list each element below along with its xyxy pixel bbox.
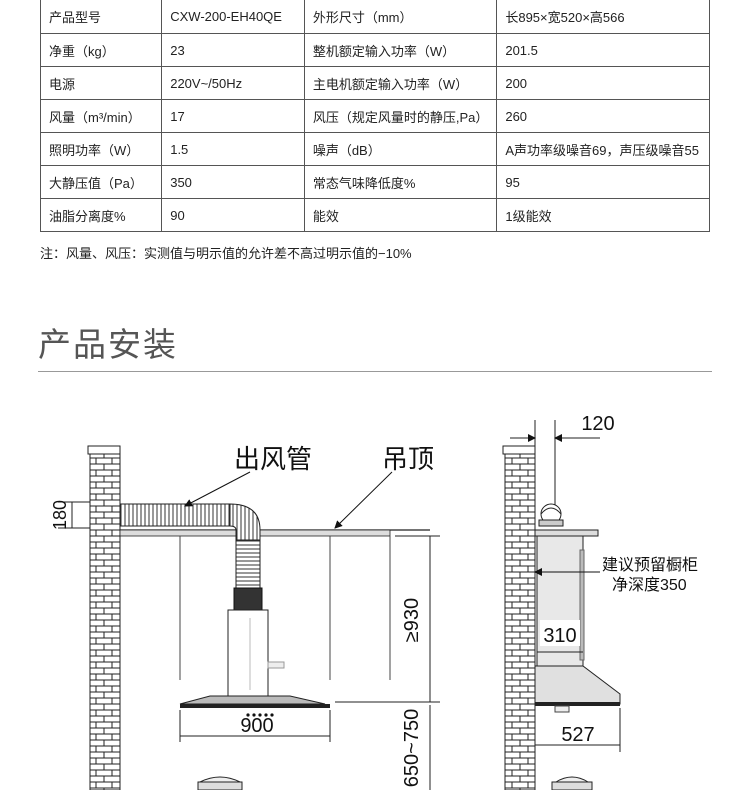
spec-value: 长895×宽520×高566: [496, 0, 710, 34]
spec-label: 常态气味降低度%: [303, 165, 498, 199]
front-view: 出风管 吊顶 180 ≥930 900 650~750: [50, 444, 440, 790]
range-hood-body: [227, 609, 269, 697]
spec-value: 17: [161, 99, 305, 133]
side-view: 120 建议预留橱柜 净深度350 310 527: [502, 413, 698, 790]
exhaust-duct: [119, 503, 231, 527]
spec-label: 能效: [303, 198, 498, 232]
spec-value: 1级能效: [496, 198, 710, 232]
spec-label: 净重（kg）: [39, 33, 163, 67]
label-ceiling: 吊顶: [382, 444, 434, 474]
spec-label: 油脂分离度%: [39, 198, 163, 232]
spec-value: 201.5: [496, 33, 710, 67]
right-wall: [504, 447, 536, 790]
dim-120: 120: [581, 413, 614, 435]
label-cabinet-depth-1: 建议预留橱柜: [602, 556, 698, 574]
spec-value: 220V~/50Hz: [161, 66, 305, 100]
spec-label: 产品型号: [39, 0, 163, 34]
spec-value: CXW-200-EH40QE: [161, 0, 305, 34]
label-cabinet-depth-2: 净深度350: [612, 576, 687, 594]
spec-label: 电源: [39, 66, 163, 100]
dim-180: 180: [50, 500, 70, 530]
dim-650-750: 650~750: [401, 709, 423, 787]
spec-label: 噪声（dB）: [303, 132, 498, 166]
spec-value: 350: [161, 165, 305, 199]
spec-label: 外形尺寸（mm）: [303, 0, 498, 34]
spec-label: 风压（规定风量时的静压,Pa）: [303, 99, 498, 133]
dim-310: 310: [543, 625, 576, 647]
footnote: 注：风量、风压：实测值与明示值的允许差不高过明示值的−10%: [40, 246, 412, 261]
spec-label: 大静压值（Pa）: [39, 165, 163, 199]
range-hood-canopy: [179, 695, 326, 705]
spec-label: 风量（m³/min）: [39, 99, 163, 133]
dim-900: 900: [240, 715, 273, 737]
dim-527: 527: [561, 724, 594, 746]
left-wall: [89, 447, 121, 790]
spec-value: 200: [496, 66, 710, 100]
spec-value: 23: [161, 33, 305, 67]
spec-label: 照明功率（W）: [39, 132, 163, 166]
spec-value: 95: [496, 165, 710, 199]
spec-value: A声功率级噪音69，声压级噪音55: [496, 132, 710, 166]
label-duct: 出风管: [234, 444, 312, 474]
spec-value: 1.5: [161, 132, 305, 166]
section-title: 产品安装: [38, 326, 178, 363]
spec-value: 90: [161, 198, 305, 232]
section-divider: [38, 371, 712, 372]
installation-diagram: 出风管 吊顶 180 ≥930 900 650~750 120: [50, 413, 698, 790]
spec-label: 主电机额定输入功率（W）: [303, 66, 498, 100]
dim-930: ≥930: [401, 598, 423, 642]
spec-value: 260: [496, 99, 710, 133]
spec-label: 整机额定输入功率（W）: [303, 33, 498, 67]
